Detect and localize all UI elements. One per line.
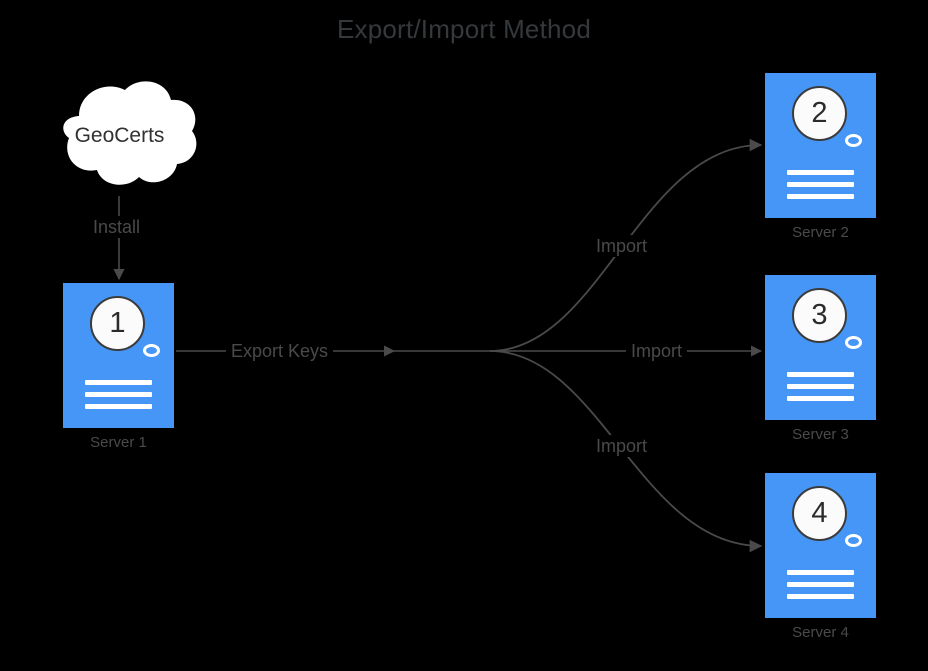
- server-indicator-icon: [143, 344, 160, 357]
- server-slots-icon: [787, 372, 854, 401]
- edge-label-import-server4: Import: [591, 435, 653, 457]
- server-slots-icon: [85, 380, 152, 409]
- server-caption: Server 1: [90, 434, 147, 451]
- edge-label-export-keys: Export Keys: [226, 340, 334, 362]
- server-caption: Server 2: [792, 224, 849, 241]
- server-node-2[interactable]: 2 Server 2: [765, 73, 876, 241]
- cloud-icon: [63, 81, 197, 185]
- server-caption: Server 3: [792, 426, 849, 443]
- server-number-badge: 4: [792, 486, 847, 541]
- server-node-3[interactable]: 3 Server 3: [765, 275, 876, 443]
- server-node-4[interactable]: 4 Server 4: [765, 473, 876, 641]
- server-indicator-icon: [845, 134, 862, 147]
- server-node-1[interactable]: 1 Server 1: [63, 283, 174, 451]
- edge-label-import-server2: Import: [591, 235, 653, 257]
- server-number-badge: 3: [792, 288, 847, 343]
- server-indicator-icon: [845, 534, 862, 547]
- server-indicator-icon: [845, 336, 862, 349]
- edge-label-install: Install: [88, 216, 146, 238]
- server-number-badge: 2: [792, 86, 847, 141]
- edge-label-import-server3: Import: [626, 340, 688, 362]
- server-slots-icon: [787, 170, 854, 199]
- cloud-node-geocerts[interactable]: GeoCerts: [38, 78, 201, 193]
- page-title: Export/Import Method: [337, 14, 591, 44]
- server-caption: Server 4: [792, 624, 849, 641]
- cloud-label: GeoCerts: [74, 124, 165, 147]
- server-slots-icon: [787, 570, 854, 599]
- server-number-badge: 1: [90, 296, 145, 351]
